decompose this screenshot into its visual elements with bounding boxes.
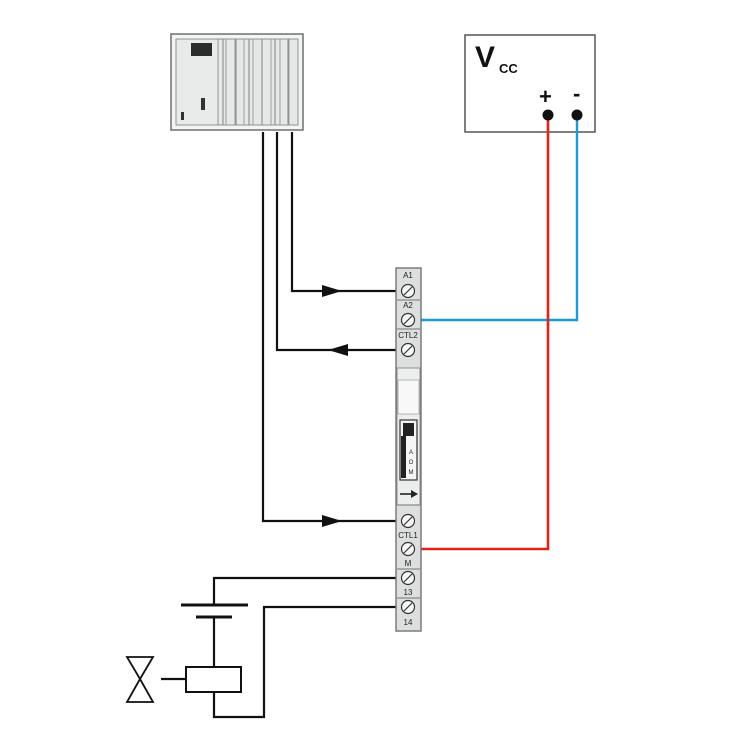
vcc-label: V — [475, 41, 495, 74]
arrow-left-icon — [328, 344, 348, 356]
plc-display — [191, 43, 212, 56]
load-circuit — [161, 576, 397, 719]
valve-icon — [125, 656, 155, 703]
signal-arrows — [322, 285, 348, 527]
svg-text:A: A — [409, 450, 413, 456]
minus-terminal — [571, 109, 583, 121]
terminal-13: 13 — [400, 570, 416, 597]
terminal-m: M — [400, 541, 416, 568]
terminal-ctl1: CTL1 — [398, 513, 418, 540]
terminal-ctl2: CTL2 — [398, 331, 418, 358]
arrow-right-icon — [322, 285, 342, 297]
relay-label-area — [397, 379, 420, 415]
terminal-14: 14 — [400, 599, 416, 627]
minus-sign: - — [573, 81, 580, 106]
svg-text:M: M — [405, 559, 412, 568]
arrow-right-icon — [322, 515, 342, 527]
plc-indicator — [181, 112, 184, 120]
wire-13 — [212, 576, 397, 605]
svg-text:M: M — [409, 470, 414, 476]
wire-14 — [212, 605, 397, 719]
wire-ctl1 — [261, 132, 397, 523]
plc-controller — [170, 33, 304, 131]
svg-text:A2: A2 — [403, 301, 413, 310]
plc-indicator — [201, 98, 205, 110]
direction-arrow-icon — [400, 490, 418, 498]
terminal-a1: A1 — [400, 271, 416, 299]
wire-a1 — [290, 132, 397, 293]
manual-switch: A O M — [399, 419, 418, 481]
wire-ctl2 — [275, 132, 397, 352]
plc-signal-wires — [261, 132, 397, 523]
solenoid-coil — [185, 666, 242, 693]
svg-text:A1: A1 — [403, 271, 413, 280]
relay-module: A1 A2 CTL2 A O M — [395, 267, 422, 632]
positive-wire — [409, 116, 550, 551]
plus-terminal — [542, 109, 554, 121]
svg-text:13: 13 — [404, 588, 413, 597]
plus-sign: + — [539, 84, 552, 109]
terminal-a2: A2 — [400, 301, 416, 328]
svg-text:14: 14 — [404, 618, 413, 627]
vcc-subscript: CC — [499, 61, 518, 76]
svg-text:CTL1: CTL1 — [398, 531, 418, 540]
svg-text:CTL2: CTL2 — [398, 331, 418, 340]
negative-wire — [409, 116, 579, 322]
svg-text:O: O — [409, 460, 414, 466]
plc-io-modules — [217, 38, 299, 126]
